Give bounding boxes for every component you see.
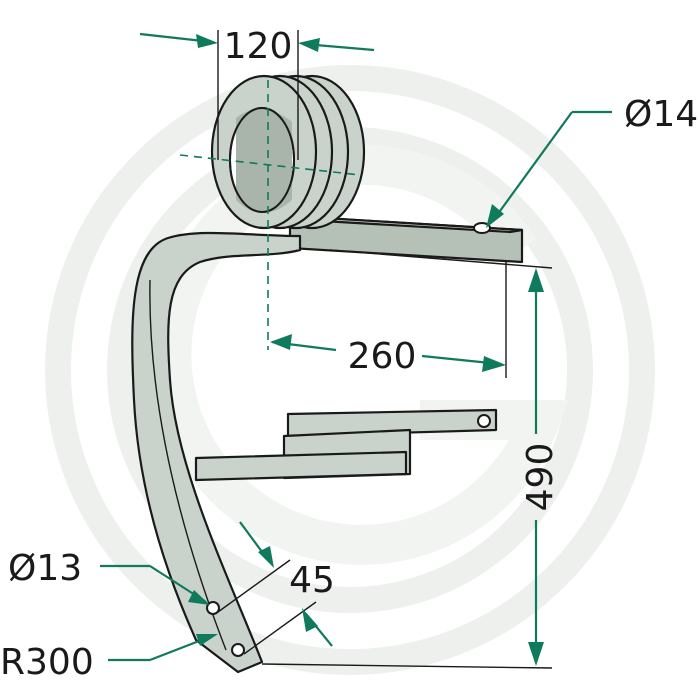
dimension-label-r300: R300 bbox=[0, 642, 94, 683]
dimension-radius-300: R300 bbox=[0, 634, 218, 683]
dimension-diameter-14: Ø14 bbox=[486, 94, 698, 228]
tine-hole-lower bbox=[231, 643, 245, 657]
side-view-bracket bbox=[194, 408, 498, 482]
dimension-label-d14: Ø14 bbox=[624, 94, 698, 135]
dimension-260: 260 bbox=[270, 262, 507, 378]
dimension-490: 490 bbox=[261, 249, 561, 669]
spring-coil bbox=[210, 74, 366, 230]
dimension-label-260: 260 bbox=[348, 336, 417, 377]
mounting-hole-top bbox=[473, 222, 491, 234]
dimension-label-490: 490 bbox=[520, 443, 561, 512]
dimension-diameter-13: Ø13 bbox=[8, 548, 210, 605]
dimension-label-45: 45 bbox=[289, 560, 335, 601]
dimension-label-120: 120 bbox=[224, 26, 293, 67]
tine-hole-upper bbox=[206, 601, 220, 615]
dimension-45: 45 bbox=[217, 521, 335, 655]
dimension-label-d13: Ø13 bbox=[8, 548, 82, 589]
center-lines bbox=[179, 80, 361, 350]
dimension-120: 120 bbox=[139, 26, 375, 160]
